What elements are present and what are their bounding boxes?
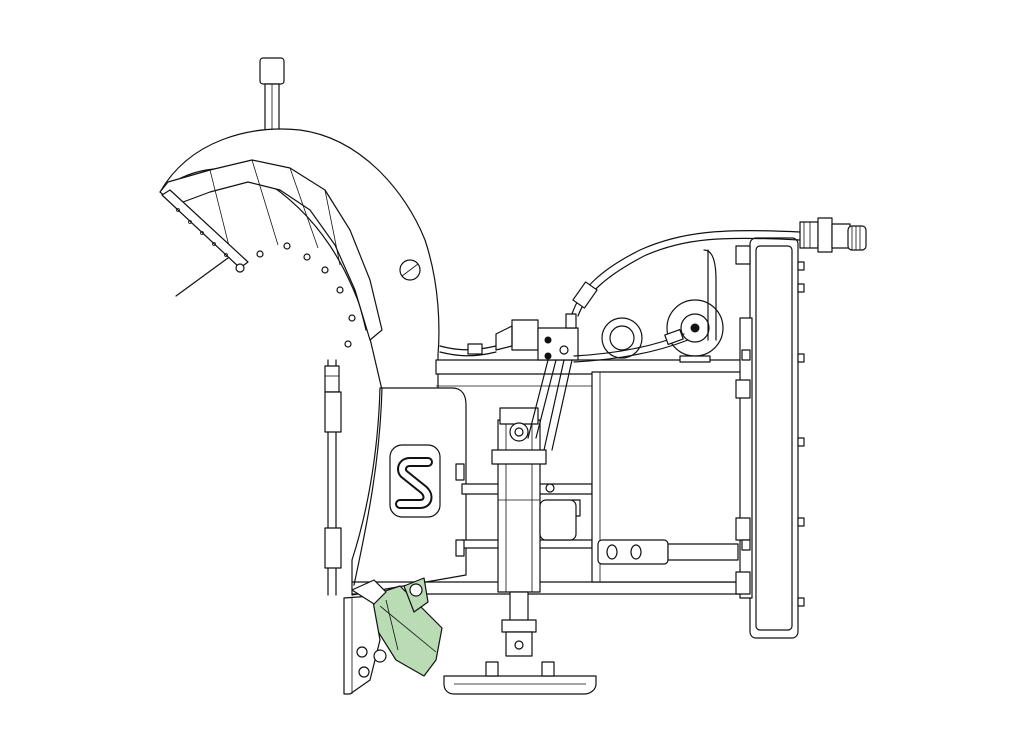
skid-plate: [443, 661, 597, 695]
main-housing: S: [351, 387, 467, 596]
discharge-chute: [159, 128, 440, 391]
gearbox-mount-highlight: [369, 577, 443, 677]
quick-couplers: [799, 217, 867, 253]
left-strut: [324, 359, 342, 596]
central-gearbox: [491, 407, 577, 657]
lower-slider: [597, 539, 739, 565]
top-handle-rod: [259, 57, 285, 160]
hydraulic-drums: [601, 299, 724, 363]
brand-logo: S: [389, 444, 441, 518]
mounting-plate: [735, 237, 805, 639]
valve-block: [495, 313, 579, 361]
lower-pivot-arm: [343, 579, 387, 695]
hydraulic-hoses: [439, 229, 801, 451]
